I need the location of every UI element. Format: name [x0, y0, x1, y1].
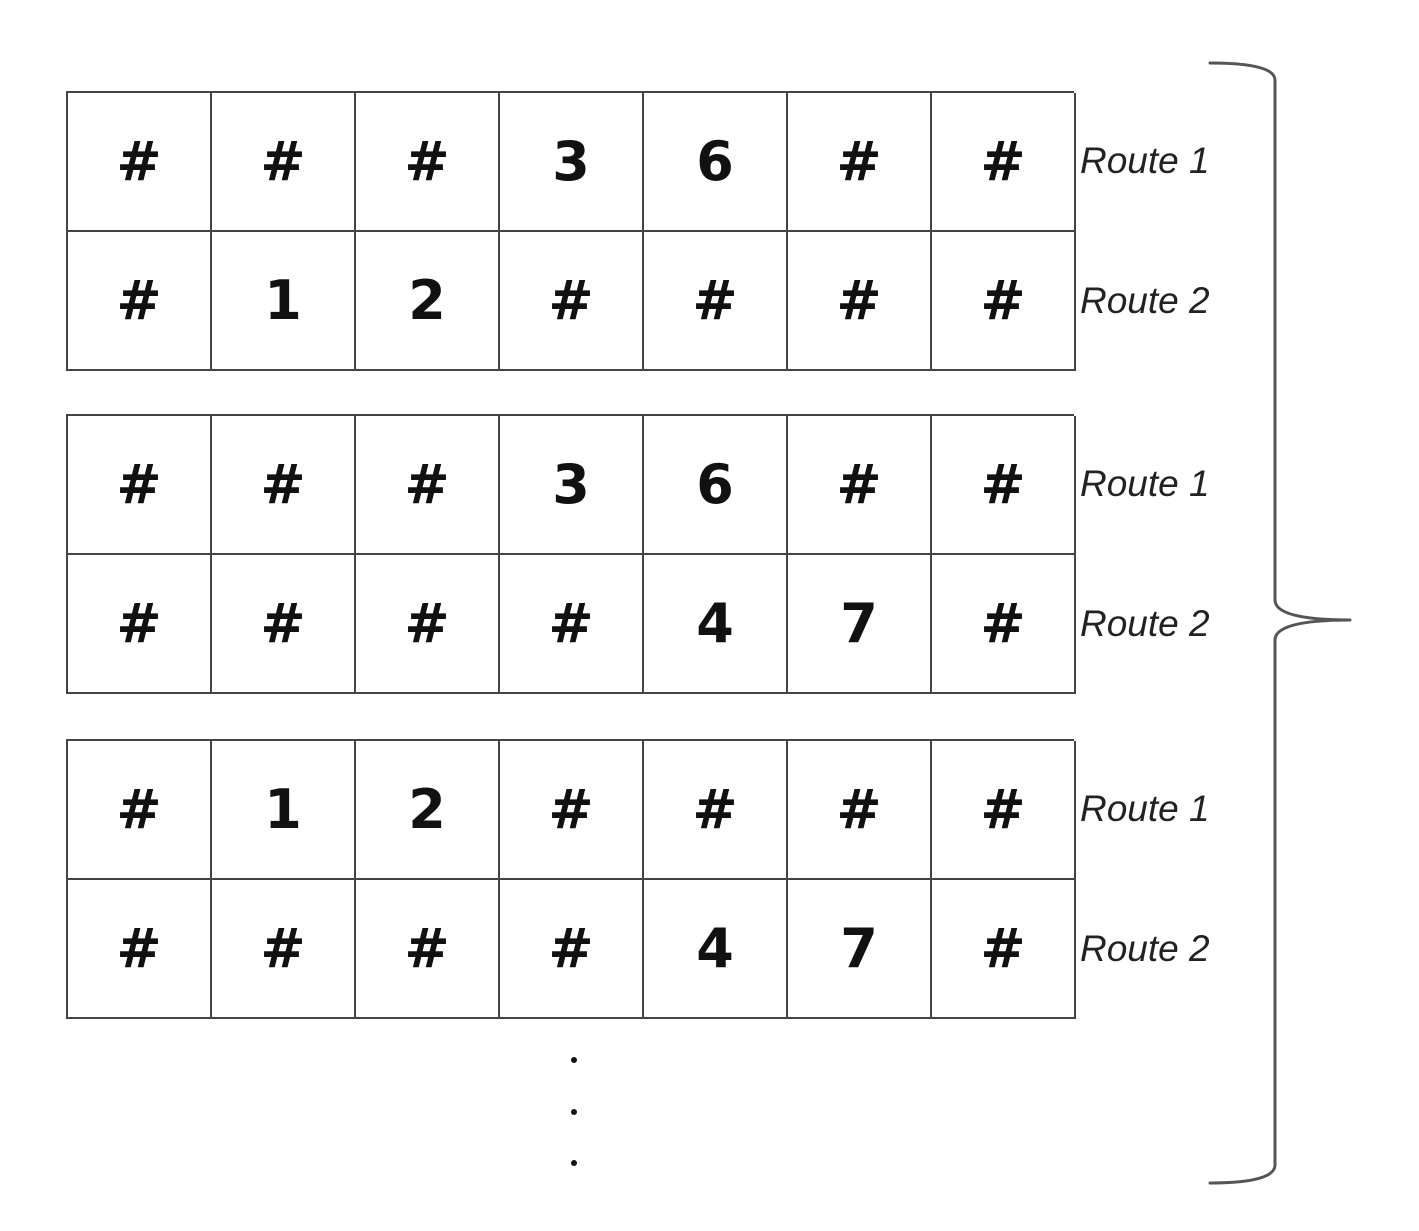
grid-cell: #	[212, 555, 356, 694]
grid-cell: #	[932, 232, 1076, 371]
curly-brace	[1208, 61, 1352, 1185]
grid-cell: 1	[212, 232, 356, 371]
grid-cell: #	[644, 232, 788, 371]
grid-cell: 2	[356, 741, 500, 880]
route-grid-3: # 1 2 # # # # # # # # 4 7 #	[66, 739, 1076, 1019]
grid-cell: 4	[644, 555, 788, 694]
grid-cell: 3	[500, 93, 644, 232]
grid-cell: #	[932, 416, 1076, 555]
grid-cell: #	[788, 93, 932, 232]
route-label: Route 2	[1080, 603, 1210, 644]
grid-cell: #	[68, 880, 212, 1019]
grid-cell: #	[932, 880, 1076, 1019]
grid-cell: #	[500, 741, 644, 880]
grid-cell: #	[356, 93, 500, 232]
grid-cell: 1	[212, 741, 356, 880]
route-label: Route 1	[1080, 140, 1210, 181]
ellipsis-dot	[571, 1057, 577, 1063]
grid-cell: #	[500, 232, 644, 371]
grid-cell: #	[356, 555, 500, 694]
grid-cell: #	[356, 880, 500, 1019]
route-label: Route 2	[1080, 280, 1210, 321]
route-block-1: # # # 3 6 # # # 1 2 # # # #	[66, 91, 1076, 371]
grid-cell: #	[68, 232, 212, 371]
ellipsis-dot	[571, 1109, 577, 1115]
route-grid-1: # # # 3 6 # # # 1 2 # # # #	[66, 91, 1076, 371]
grid-cell: #	[788, 232, 932, 371]
grid-cell: #	[932, 93, 1076, 232]
grid-cell: 7	[788, 880, 932, 1019]
continuation-ellipsis	[566, 1040, 582, 1180]
grid-cell: #	[212, 416, 356, 555]
route-grid-2: # # # 3 6 # # # # # # 4 7 #	[66, 414, 1076, 694]
grid-cell: #	[500, 880, 644, 1019]
grid-cell: 4	[644, 880, 788, 1019]
grid-cell: #	[500, 555, 644, 694]
grid-cell: #	[788, 416, 932, 555]
ellipsis-dot	[571, 1160, 577, 1166]
grid-cell: 7	[788, 555, 932, 694]
grid-cell: #	[932, 741, 1076, 880]
grid-cell: #	[68, 555, 212, 694]
grid-cell: #	[212, 93, 356, 232]
grid-cell: #	[68, 741, 212, 880]
grid-cell: 6	[644, 416, 788, 555]
grid-cell: #	[68, 416, 212, 555]
grid-cell: #	[644, 741, 788, 880]
grid-cell: #	[788, 741, 932, 880]
grid-cell: 3	[500, 416, 644, 555]
route-block-3: # 1 2 # # # # # # # # 4 7 #	[66, 739, 1076, 1019]
route-label: Route 2	[1080, 928, 1210, 969]
route-label: Route 1	[1080, 788, 1210, 829]
grid-cell: #	[932, 555, 1076, 694]
grid-cell: #	[212, 880, 356, 1019]
route-label: Route 1	[1080, 463, 1210, 504]
grid-cell: 6	[644, 93, 788, 232]
route-block-2: # # # 3 6 # # # # # # 4 7 #	[66, 414, 1076, 694]
grid-cell: #	[356, 416, 500, 555]
grid-cell: 2	[356, 232, 500, 371]
grid-cell: #	[68, 93, 212, 232]
